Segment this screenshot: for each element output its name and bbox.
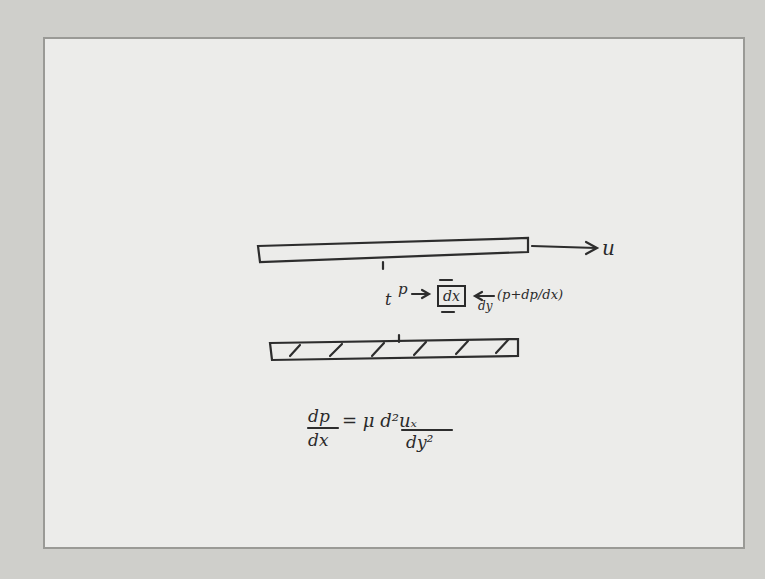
pressure-label: p [398,282,408,297]
fluid-element: dx [437,285,466,307]
velocity-label: u [602,238,615,258]
dimension-label: dy [478,300,492,312]
equation-part: dy² [406,434,433,451]
equation-part: = μ d²uₓ [342,412,417,430]
gap-label: t [385,292,391,308]
element-label: dx [443,289,460,303]
equation-part: dp [308,408,330,425]
pressure-label: (p+dp/dx) [497,288,563,301]
equation-part: dx [308,432,328,449]
